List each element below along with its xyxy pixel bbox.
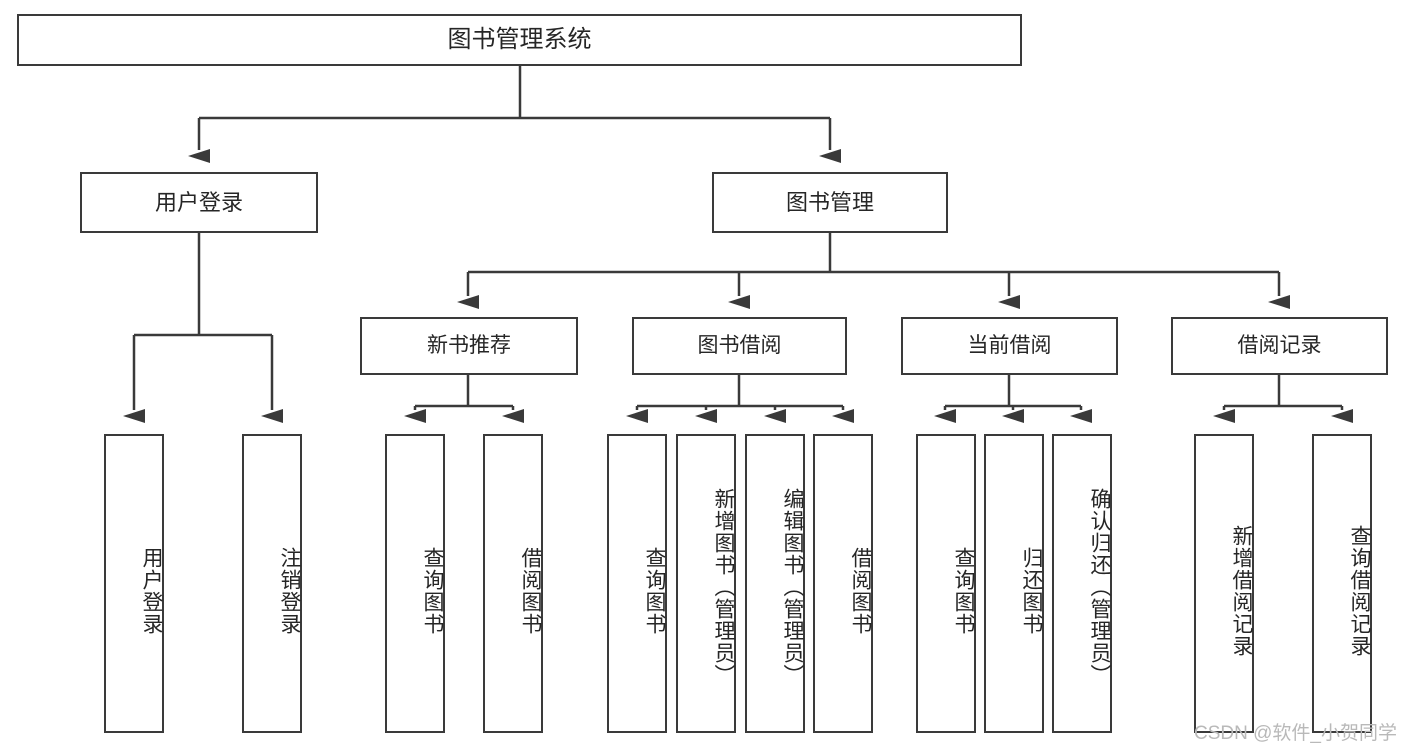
leaf-current-return-book[interactable]: 归还图书 [984,434,1044,733]
node-user-login[interactable]: 用户登录 [80,172,318,233]
node-book-borrow-label: 图书借阅 [697,333,782,357]
leaf-borrow-add-book[interactable]: 新增图书（管理员） [676,434,736,733]
leaf-borrow-edit-book[interactable]: 编辑图书（管理员） [745,434,805,733]
leaf-current-confirm-return[interactable]: 确认归还（管理员） [1052,434,1112,733]
node-new-book-recommend-label: 新书推荐 [427,333,511,357]
leaf-current-query-book[interactable]: 查询图书 [916,434,976,733]
leaf-current-return-book-label: 归还图书 [1020,546,1043,635]
leaf-logout-label: 注销登录 [278,546,301,635]
node-book-management[interactable]: 图书管理 [712,172,948,233]
leaf-borrow-borrow-book-label: 借阅图书 [849,546,872,635]
leaf-borrow-query-book[interactable]: 查询图书 [607,434,667,733]
node-borrow-record-label: 借阅记录 [1237,333,1322,357]
leaf-borrow-add-book-label: 新增图书（管理员） [712,487,735,686]
leaf-record-add[interactable]: 新增借阅记录 [1194,434,1254,733]
node-current-borrow-label: 当前借阅 [967,333,1052,357]
watermark: CSDN @软件_小贺同学 [1194,723,1397,744]
node-new-book-recommend[interactable]: 新书推荐 [360,317,578,375]
node-book-borrow[interactable]: 图书借阅 [632,317,847,375]
node-borrow-record[interactable]: 借阅记录 [1171,317,1388,375]
leaf-new-book-borrow-label: 借阅图书 [519,546,542,635]
leaf-current-query-book-label: 查询图书 [952,546,975,635]
leaf-current-confirm-return-label: 确认归还（管理员） [1088,487,1111,686]
node-book-management-label: 图书管理 [785,189,874,215]
node-current-borrow[interactable]: 当前借阅 [901,317,1118,375]
leaf-record-query[interactable]: 查询借阅记录 [1312,434,1372,733]
leaf-borrow-borrow-book[interactable]: 借阅图书 [813,434,873,733]
node-root[interactable]: 图书管理系统 [17,14,1022,66]
node-user-login-label: 用户登录 [154,189,243,215]
leaf-logout[interactable]: 注销登录 [242,434,302,733]
leaf-user-login[interactable]: 用户登录 [104,434,164,733]
leaf-user-login-label: 用户登录 [140,546,163,635]
leaf-new-book-query[interactable]: 查询图书 [385,434,445,733]
leaf-borrow-edit-book-label: 编辑图书（管理员） [781,487,804,686]
leaf-record-query-label: 查询借阅记录 [1348,524,1371,657]
node-root-label: 图书管理系统 [447,26,592,54]
leaf-record-add-label: 新增借阅记录 [1230,524,1253,657]
leaf-new-book-borrow[interactable]: 借阅图书 [483,434,543,733]
leaf-borrow-query-book-label: 查询图书 [643,546,666,635]
leaf-new-book-query-label: 查询图书 [421,546,444,635]
